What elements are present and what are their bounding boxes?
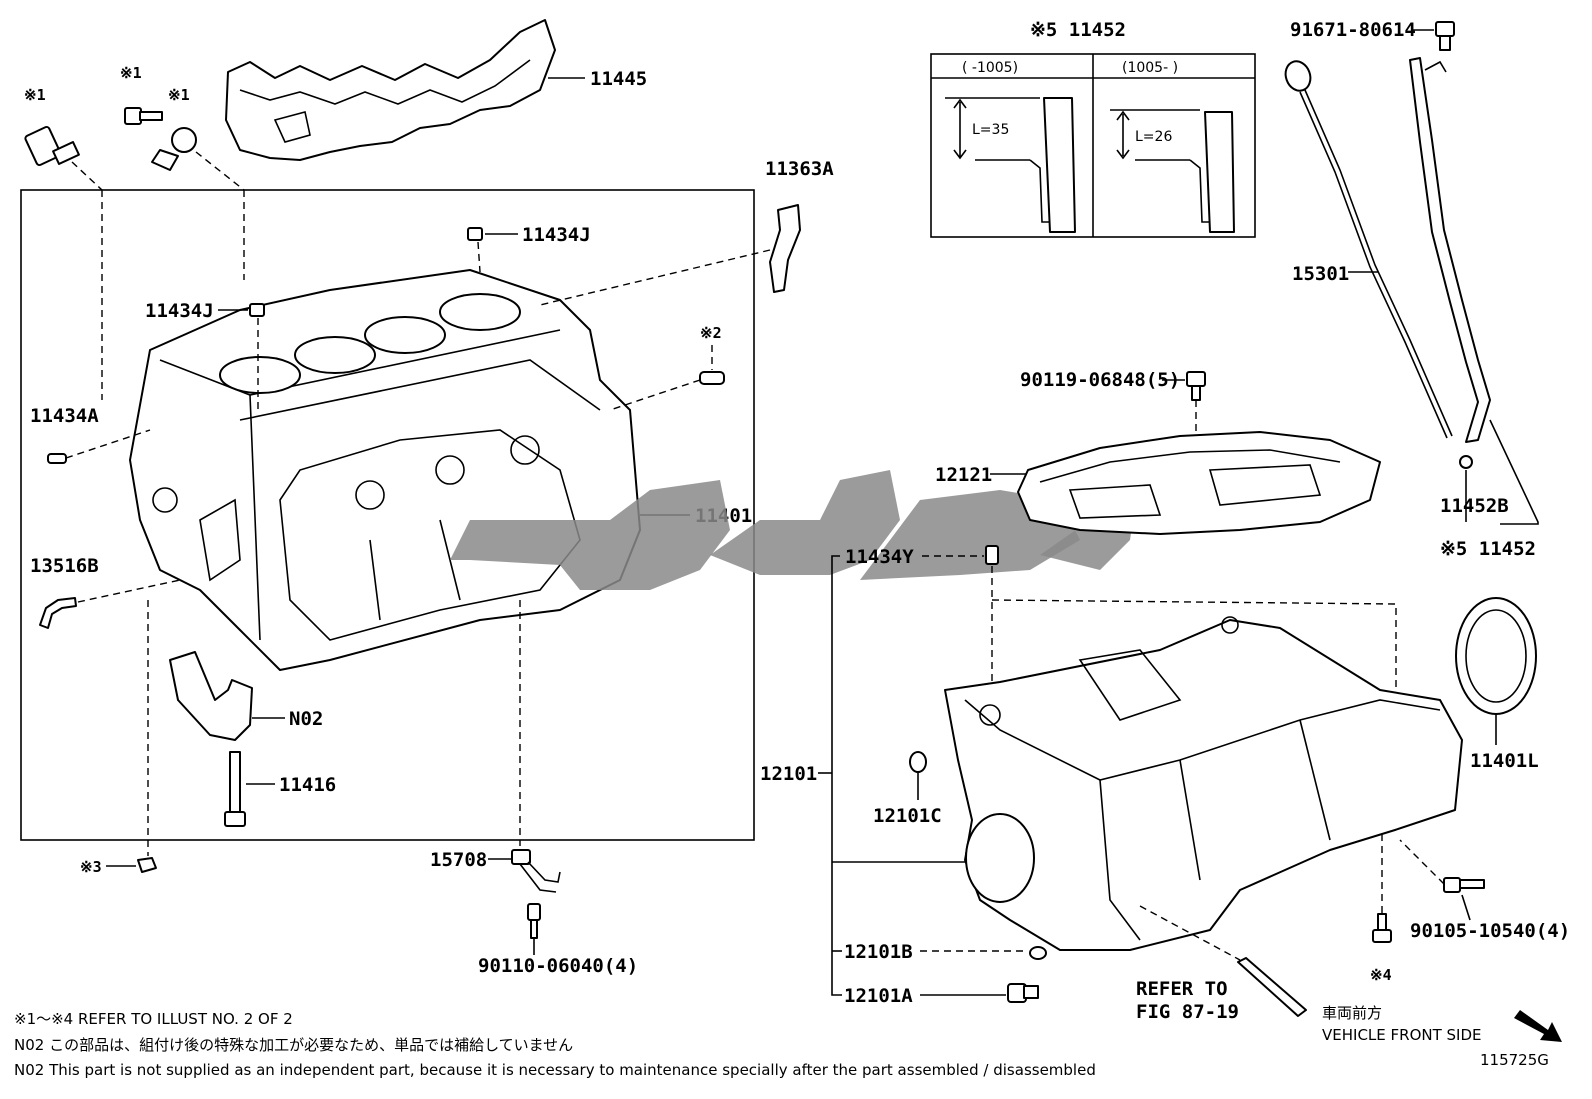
callout-12101[interactable]: 12101 [760,763,817,785]
callout-n02[interactable]: N02 [289,708,323,730]
callout-15708[interactable]: 15708 [430,849,487,871]
gasket-12101b[interactable] [1029,946,1047,960]
front-direction-arrow-icon [1514,1010,1562,1042]
callout-12121[interactable]: 12121 [935,464,992,486]
o-ring-12101c[interactable] [909,751,927,773]
callout-11416[interactable]: 11416 [279,774,336,796]
inset-col2-label: (1005- ) [1122,60,1178,76]
inset-dim-l26: L=26 [1135,129,1172,145]
ref-mark-2: ※2 [700,324,722,342]
ref-mark-3: ※3 [80,858,102,876]
callout-11363a[interactable]: 11363A [765,158,834,180]
callout-15301[interactable]: 15301 [1292,263,1349,285]
sensor-part[interactable] [24,125,80,167]
part-11401-cylinder-block[interactable] [129,269,641,671]
callout-11452-bottom[interactable]: ※5 11452 [1440,538,1536,560]
pin-part-ref2[interactable] [699,371,725,385]
knock-sensor-part[interactable] [151,127,197,171]
callout-11434y[interactable]: 11434Y [845,546,914,568]
dipstick-15301[interactable] [1282,58,1453,439]
diagram-id: 115725G [1480,1051,1549,1069]
ref-mark-1b: ※1 [120,64,142,82]
part-11363a-bracket[interactable] [769,204,801,293]
oil-pan-12101[interactable] [944,616,1463,951]
note-line-1: ※1～※4 REFER TO ILLUST NO. 2 OF 2 [14,1010,293,1028]
pipe-13516b[interactable] [39,597,77,629]
bolt-part[interactable] [124,107,163,125]
dowel-pin-11434y[interactable] [985,545,999,565]
dipstick-guide-tube[interactable] [1409,57,1491,443]
callout-90110[interactable]: 90110-06040(4) [478,955,638,977]
inset-dim-l35: L=35 [972,122,1009,138]
ref-mark-1c: ※1 [168,86,190,104]
part-11445-block-cover[interactable] [225,19,556,161]
dowel-pin-11434j-left[interactable] [249,303,265,317]
callout-11434a[interactable]: 11434A [30,405,99,427]
inset-dipstick-guide: ( -1005) (1005- ) L=35 L=26 [930,53,1256,238]
dowel-pin-11434j-top[interactable] [467,227,483,241]
callout-13516b[interactable]: 13516B [30,555,99,577]
callout-12101c[interactable]: 12101C [873,805,942,827]
engine-block-frame [20,189,755,841]
stud-bolt-refer-fig[interactable] [1237,957,1307,1017]
vehicle-front-jp: 車両前方 [1322,1004,1382,1022]
callout-11445[interactable]: 11445 [590,68,647,90]
callout-12101b[interactable]: 12101B [844,941,913,963]
drain-plug-12101a[interactable] [1007,983,1039,1003]
bolt-90110[interactable] [527,903,541,939]
pin-11434a[interactable] [47,453,67,464]
note-line-2: N02 この部品は、組付け後の特殊な加工が必要なため、単品では補給していません [14,1036,573,1054]
baffle-plate-12121[interactable] [1017,431,1381,535]
inset-col1-label: ( -1005) [962,60,1018,76]
callout-11401l[interactable]: 11401L [1470,750,1539,772]
oil-nozzle-15708[interactable] [511,849,561,893]
ref-mark-1a: ※1 [24,86,46,104]
refer-fig-label[interactable]: FIG 87-19 [1136,1001,1239,1023]
bolt-90119[interactable] [1186,371,1206,401]
callout-11434j-top[interactable]: 11434J [522,224,591,246]
callout-11452b[interactable]: 11452B [1440,495,1509,517]
bearing-cap-n02[interactable] [169,651,253,741]
callout-12101a[interactable]: 12101A [844,985,913,1007]
callout-90119[interactable]: 90119-06848(5) [1020,369,1180,391]
bolt-ref4[interactable] [1372,913,1392,943]
callout-91671[interactable]: 91671-80614 [1290,19,1416,41]
oil-seal-11401l[interactable] [1455,597,1537,715]
o-ring-11452b[interactable] [1459,455,1473,469]
ref-mark-4: ※4 [1370,966,1392,984]
plug-ref3[interactable] [137,857,157,873]
bolt-11416[interactable] [224,751,246,827]
note-line-3: N02 This part is not supplied as an inde… [14,1061,1096,1079]
callout-90105[interactable]: 90105-10540(4) [1410,920,1570,942]
callout-11452-top[interactable]: ※5 11452 [1030,19,1126,41]
bolt-90105[interactable] [1443,877,1485,893]
vehicle-front-en: VEHICLE FRONT SIDE [1322,1026,1482,1044]
refer-to-label[interactable]: REFER TO [1136,978,1228,1000]
callout-11434j-left[interactable]: 11434J [145,300,214,322]
bolt-91671[interactable] [1435,21,1455,51]
